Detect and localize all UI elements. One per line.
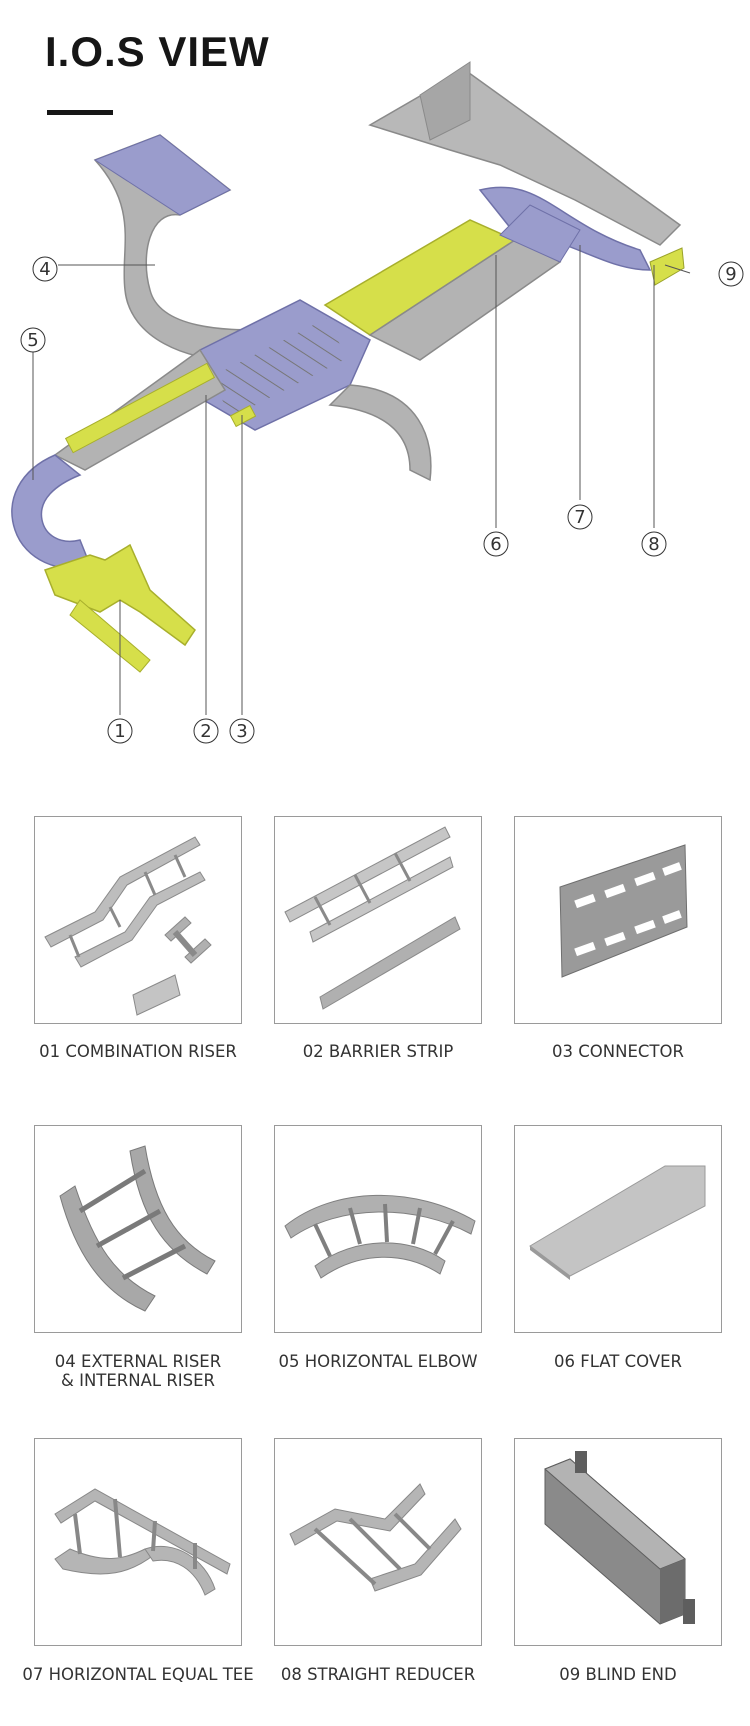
product-tile-blind-end (514, 1438, 722, 1646)
product-label-horizontal-elbow: 05 HORIZONTAL ELBOW (278, 1352, 478, 1371)
callout-7: 7 (567, 504, 593, 530)
product-tile-combination-riser (34, 816, 242, 1024)
title-underline (47, 110, 113, 115)
combination-riser-icon (44, 836, 212, 1016)
callout-5: 5 (20, 327, 46, 353)
product-label-combination-riser: 01 COMBINATION RISER (39, 1042, 237, 1061)
svg-text:9: 9 (725, 264, 736, 285)
product-label-riser: 04 EXTERNAL RISER& INTERNAL RISER (54, 1352, 222, 1390)
svg-text:5: 5 (27, 330, 38, 351)
svg-text:1: 1 (114, 721, 125, 742)
product-label-barrier-strip: 02 BARRIER STRIP (302, 1042, 454, 1061)
product-tile-horizontal-elbow (274, 1125, 482, 1333)
horizontal-elbow-icon (284, 1194, 476, 1279)
callout-8: 8 (641, 531, 667, 557)
combination-riser-part (44, 543, 196, 647)
flat-cover-icon (529, 1165, 706, 1280)
product-tile-riser (34, 1125, 242, 1333)
blind-end-part (649, 247, 685, 286)
product-tile-connector (514, 816, 722, 1024)
product-label-connector: 03 CONNECTOR (552, 1042, 684, 1061)
product-label-blind-end: 09 BLIND END (559, 1665, 677, 1684)
callout-6: 6 (483, 531, 509, 557)
callout-3: 3 (229, 718, 255, 744)
svg-text:3: 3 (236, 721, 247, 742)
riser-icon (59, 1145, 216, 1312)
callout-9: 9 (718, 261, 744, 287)
blind-end-icon (544, 1451, 695, 1625)
cable-tray-assembly-illustration: 1 2 3 4 5 6 7 8 9 (11, 61, 744, 744)
barrier-strip-part (64, 362, 216, 454)
callout-4: 4 (32, 256, 58, 282)
internal-riser-part (328, 384, 432, 482)
product-label-straight-reducer: 08 STRAIGHT REDUCER (280, 1665, 476, 1684)
svg-text:6: 6 (490, 534, 501, 555)
svg-text:7: 7 (574, 507, 585, 528)
product-tile-straight-reducer (274, 1438, 482, 1646)
horizontal-elbow-part (11, 454, 91, 569)
product-label-flat-cover: 06 FLAT COVER (553, 1352, 683, 1371)
product-tile-horizontal-tee (34, 1438, 242, 1646)
horizontal-tee-icon (54, 1488, 231, 1596)
svg-text:8: 8 (648, 534, 659, 555)
page-title: I.O.S VIEW (45, 28, 270, 75)
connector-part (229, 404, 257, 428)
callout-2: 2 (193, 718, 219, 744)
product-label-horizontal-tee: 07 HORIZONTAL EQUAL TEE (22, 1665, 254, 1684)
product-tile-flat-cover (514, 1125, 722, 1333)
svg-text:2: 2 (200, 721, 211, 742)
product-tile-barrier-strip (274, 816, 482, 1024)
callout-1: 1 (107, 718, 133, 744)
svg-text:4: 4 (39, 259, 50, 280)
straight-reducer-icon (289, 1483, 462, 1592)
barrier-strip-icon (284, 826, 461, 1010)
connector-plate-icon (559, 844, 688, 978)
